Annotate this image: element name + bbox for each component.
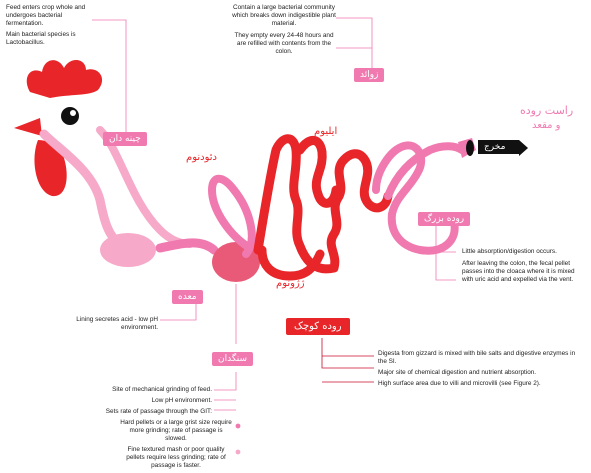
gizzard-label: سنگدان — [212, 352, 254, 366]
gizzard-connector — [214, 284, 237, 411]
small-intestine-note-1: Digesta from gizzard is mixed with bile … — [378, 350, 576, 365]
wattle-shape — [34, 140, 67, 197]
connector-lines — [92, 17, 456, 411]
colon-shape — [384, 142, 466, 200]
neck-outline — [96, 126, 194, 248]
small-intestine-label: روده کوچک — [286, 318, 350, 335]
proventriculus-connector — [160, 304, 197, 321]
comb-shape — [26, 59, 103, 98]
duodenum-label: دئودنوم — [186, 152, 217, 163]
ceca-shape — [372, 141, 459, 255]
ceca-note: Contain a large bacterial community whic… — [232, 4, 336, 59]
proventriculus-note-1: Lining secretes acid - low pH environmen… — [76, 316, 158, 331]
crop-note-2: Main bacterial species is Lactobacillus. — [6, 31, 76, 46]
colon-note: Little absorption/digestion occurs. Afte… — [462, 248, 586, 287]
crop-label: چینه دان — [103, 132, 147, 146]
bullet-hard-pellets — [235, 423, 241, 429]
colon-note-1: Little absorption/digestion occurs. — [462, 248, 557, 255]
gizzard-note-fine-mash: Fine textured mash or poor quality pelle… — [120, 446, 232, 473]
ceca-note-2: They empty every 24-48 hours and are ref… — [234, 32, 334, 55]
small-intestine-connector — [321, 338, 374, 383]
ceca-note-1: Contain a large bacterial community whic… — [232, 4, 336, 27]
ceca-connector — [336, 17, 373, 68]
proventriculus-label: معده — [172, 290, 203, 304]
bullet-fine-mash — [235, 449, 241, 455]
gizzard-note-hard-pellets: Hard pellets or a large grist size requi… — [120, 419, 232, 446]
eye-shape — [61, 107, 79, 125]
colon-label: روده بزرگ — [418, 212, 471, 226]
proventriculus-note: Lining secretes acid - low pH environmen… — [60, 316, 158, 335]
small-intestine-note-2: Major site of chemical digestion and nut… — [378, 369, 537, 376]
ileum-coil — [295, 136, 341, 208]
crop-note-1: Feed enters crop whole and undergoes bac… — [6, 4, 86, 27]
gizzard-note-4: Hard pellets or a large grist size requi… — [120, 419, 232, 442]
small-intestine-note-3: High surface area due to villi and micro… — [378, 380, 541, 387]
rectum-label-line2: و مقعد — [532, 120, 561, 131]
colon-note-2: After leaving the colon, the fecal pelle… — [462, 260, 575, 283]
gizzard-note-1: Site of mechanical grinding of feed. — [112, 386, 212, 393]
gizzard-note-2: Low pH environment. — [151, 397, 212, 404]
proventriculus-tube — [155, 238, 219, 255]
jejunum-label: ژژونوم — [276, 278, 305, 289]
crop-bulb — [100, 233, 156, 267]
exit-arrow: مخرج — [478, 140, 529, 156]
crop-connector — [92, 19, 127, 132]
jejunum-lower — [257, 245, 325, 281]
eye-highlight — [70, 110, 76, 116]
small-intestine-note: Digesta from gizzard is mixed with bile … — [378, 350, 578, 391]
gizzard-note-5: Fine textured mash or poor quality pelle… — [126, 446, 226, 469]
exit-label: مخرج — [484, 142, 506, 152]
gizzard-note-3: Sets rate of passage through the GIT: — [105, 408, 212, 415]
beak-shape — [14, 118, 42, 136]
ileum-label: ایلیوم — [314, 126, 338, 137]
vent-shape — [466, 140, 474, 156]
duodenum-loop — [207, 174, 256, 258]
gizzard-note: Site of mechanical grinding of feed. Low… — [90, 386, 212, 419]
jejunum-coil — [253, 134, 393, 274]
ceca-label: زوائد — [354, 68, 385, 82]
chicken-head-icon — [14, 59, 103, 197]
esophagus-line — [39, 129, 125, 249]
rectum-label-line1: راست روده — [520, 104, 574, 117]
crop-note: Feed enters crop whole and undergoes bac… — [6, 4, 96, 50]
upper-tract — [39, 126, 219, 255]
